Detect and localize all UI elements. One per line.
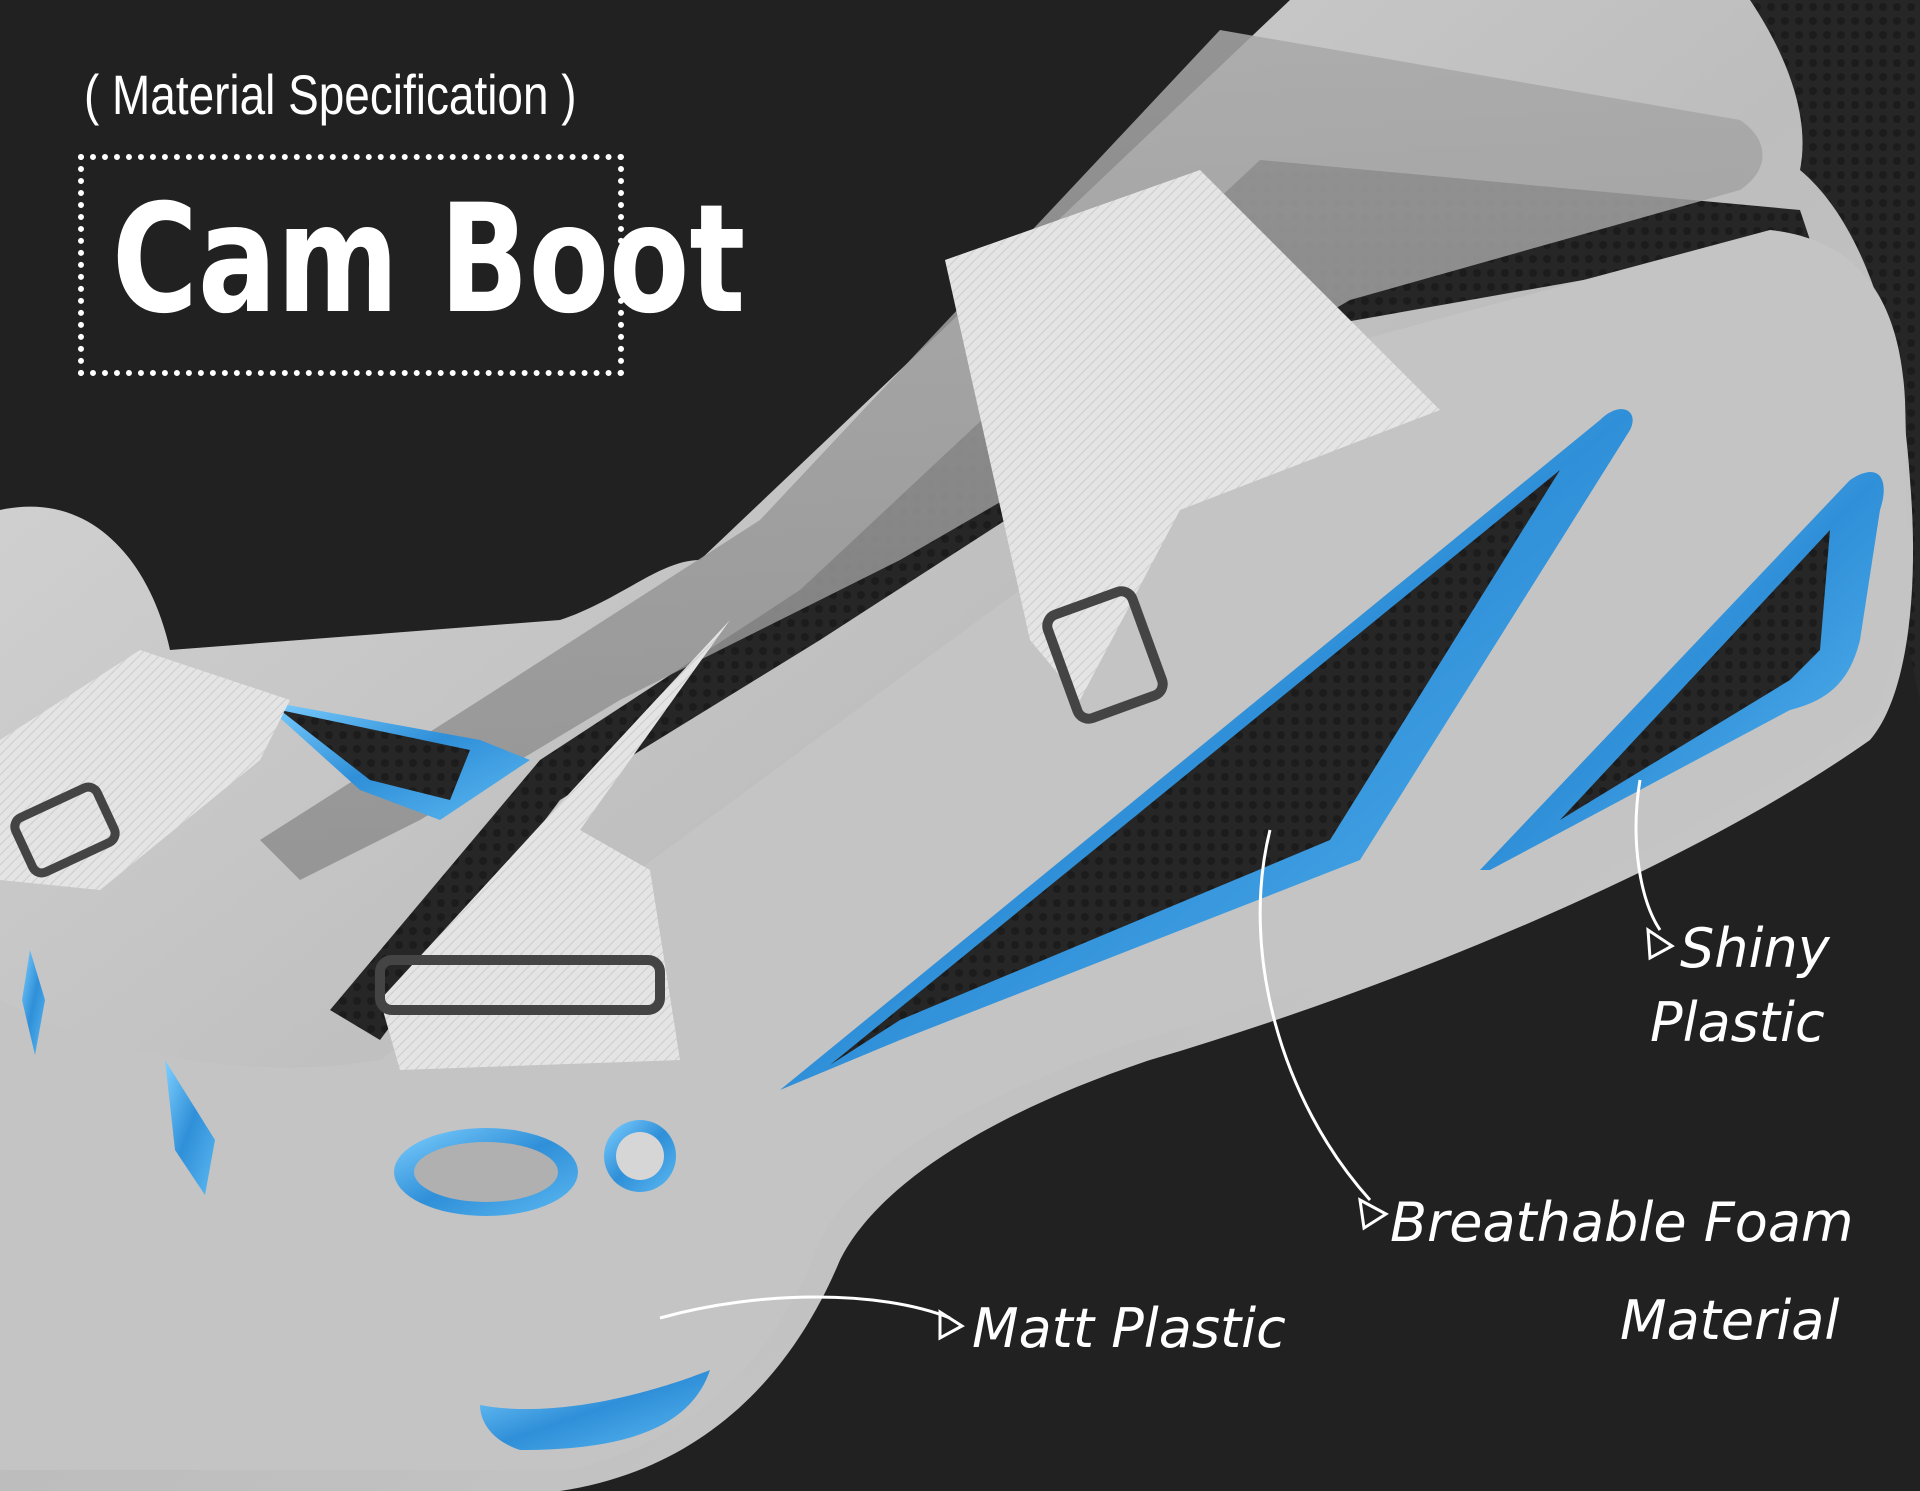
- blue-vent-small-frame: [1480, 471, 1884, 870]
- leader-foam: [1258, 829, 1372, 1202]
- strap-lower: [0, 650, 290, 890]
- annotation-foam-line1: Breathable Foam: [1390, 1191, 1854, 1254]
- foam-back-strip: [1520, 0, 1920, 700]
- sole-vent: [480, 1370, 710, 1450]
- annotation-matt: Matt Plastic: [972, 1297, 1286, 1360]
- blue-vent-small-hole: [1560, 530, 1830, 820]
- page-title: Cam Boot: [112, 173, 746, 347]
- blue-vent-large-hole: [830, 470, 1560, 1065]
- diamond-vent-1: [22, 950, 45, 1055]
- annotation-shiny-line1: Shiny: [1680, 917, 1830, 980]
- leader-matt: [659, 1295, 951, 1320]
- blue-vent-large-frame: [780, 409, 1633, 1091]
- annotation-shiny-line2: Plastic: [1650, 991, 1825, 1054]
- strap-upper: [945, 170, 1440, 700]
- annotation-foam-line2: Material: [1620, 1289, 1840, 1352]
- foam-gap: [330, 160, 1810, 1040]
- diamond-vent-2: [165, 1060, 215, 1195]
- title-box: Cam Boot: [78, 154, 745, 376]
- leader-shiny: [1634, 779, 1662, 931]
- subtitle: ( Material Specification ): [84, 63, 577, 126]
